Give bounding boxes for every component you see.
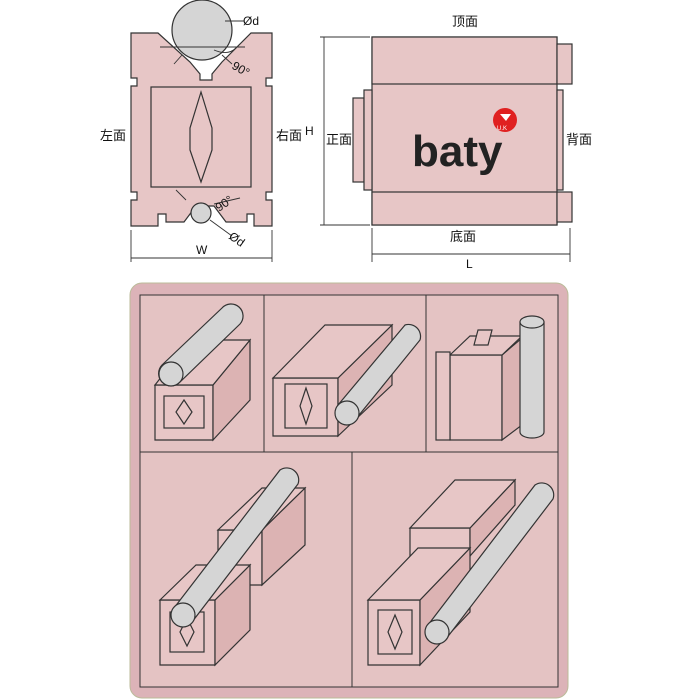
dim-h-label: H	[305, 124, 314, 138]
usage-cell-5	[366, 478, 555, 667]
usage-cell-3	[435, 315, 545, 442]
brand-logo: baty	[412, 127, 503, 176]
right-face-label: 右面	[276, 129, 302, 144]
usage-cell-1	[153, 303, 252, 442]
front-view-diameter-bottom-label: Ød	[226, 229, 247, 250]
brand-badge-text: U.K	[497, 126, 507, 132]
left-face-label: 左面	[100, 129, 126, 144]
side-view: baty U.K 顶面 底面 正面 背面 H L	[305, 15, 592, 271]
front-view-diameter-top-label: Ød	[243, 14, 259, 28]
usage-cell-2	[271, 323, 422, 438]
dim-l-label: L	[466, 257, 473, 271]
top-face-label: 顶面	[452, 15, 478, 30]
front-view-bottom-rod	[190, 202, 212, 224]
front-face-label: 正面	[326, 133, 352, 148]
front-view-diamond-slot	[189, 89, 213, 184]
back-face-label: 背面	[566, 133, 592, 148]
front-view: Ød 90° 90° Ød W 左面 右面	[100, 0, 302, 262]
front-view-top-rod	[171, 0, 233, 61]
usage-cell-4	[158, 467, 307, 667]
dim-w-label: W	[196, 243, 208, 257]
bottom-face-label: 底面	[450, 229, 476, 245]
usage-panel	[129, 282, 569, 699]
